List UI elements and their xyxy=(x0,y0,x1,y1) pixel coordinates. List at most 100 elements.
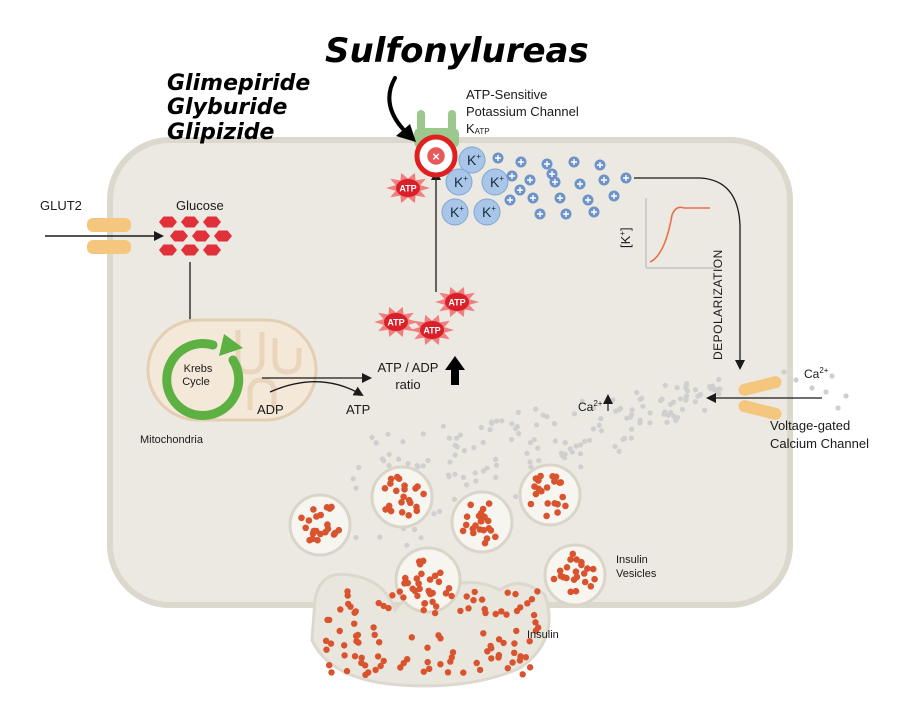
insulin-granule xyxy=(530,611,538,619)
calcium-dot xyxy=(677,396,684,402)
atp-badge-label: ATP xyxy=(423,326,440,336)
calcium-dot xyxy=(829,373,835,379)
calcium-dot xyxy=(418,535,424,541)
k-ion: K+ xyxy=(458,146,486,174)
calcium-dot xyxy=(527,459,533,465)
insulin-granule xyxy=(327,640,335,647)
calcium-dot xyxy=(487,427,493,433)
k-ion-symbol: K xyxy=(467,152,477,168)
calcium-dot xyxy=(535,445,541,451)
glucose-hexagon xyxy=(159,216,177,228)
ca-outside: Ca xyxy=(804,367,820,381)
k-ion: K+ xyxy=(445,168,473,196)
calcium-dot xyxy=(579,398,585,404)
insulin-granule xyxy=(420,607,427,614)
insulin-granule xyxy=(517,653,524,660)
k-ion-small xyxy=(598,174,610,186)
insulin-granule xyxy=(355,639,362,646)
glucose-hexagon xyxy=(170,230,188,242)
calcium-dot xyxy=(515,409,521,415)
insulin-granule xyxy=(448,654,455,661)
glucose-hexagon xyxy=(181,216,199,228)
calcium-dot xyxy=(612,443,618,450)
k-ion-charge: + xyxy=(463,174,468,183)
atp-badge: ATP xyxy=(435,286,479,318)
k-ion-small xyxy=(546,168,558,180)
calcium-dot xyxy=(493,474,499,480)
insulin-vesicle xyxy=(518,463,582,527)
insulin-granule xyxy=(380,657,387,665)
drug-glipizide: Glipizide xyxy=(167,120,275,145)
k-ion-charge: + xyxy=(476,152,481,161)
calcium-dot xyxy=(509,436,515,442)
atp-badge: ATP xyxy=(410,314,454,346)
calcium-dot xyxy=(484,465,490,471)
calcium-dot xyxy=(386,451,392,457)
calcium-dot xyxy=(692,387,699,393)
insulin-vesicle xyxy=(394,546,462,614)
insulin-granule xyxy=(337,606,344,613)
insulin-granule xyxy=(511,640,518,647)
calcium-dot xyxy=(440,423,446,429)
calcium-dot xyxy=(489,419,495,425)
insulin-vesicles-label-line1: Insulin xyxy=(616,554,648,566)
drug-glyburide: Glyburide xyxy=(167,95,287,120)
insulin-granule xyxy=(504,589,511,596)
insulin-granule xyxy=(437,661,444,668)
insulin-vesicles xyxy=(288,463,607,614)
insulin-granule xyxy=(495,651,503,659)
insulin-granule xyxy=(465,605,472,612)
k-ion-charge: + xyxy=(499,174,504,183)
calcium-dot xyxy=(473,478,479,484)
glucose-hexagon xyxy=(192,230,210,242)
calcium-dot xyxy=(400,439,406,445)
insulin-granule xyxy=(396,588,403,595)
insulin-vesicle xyxy=(450,490,514,554)
insulin-granule xyxy=(513,627,520,635)
insulin-granule xyxy=(473,659,480,667)
krebs-label-line2: Cycle xyxy=(182,376,210,388)
glucose-molecules xyxy=(159,216,232,256)
insulin-granule xyxy=(532,627,540,634)
calcium-dot xyxy=(598,416,604,422)
insulin-granule xyxy=(424,658,431,666)
insulin-granule xyxy=(343,667,351,675)
calcium-dot xyxy=(671,413,677,419)
insulin-granule xyxy=(478,596,486,603)
calcium-dot xyxy=(412,526,418,533)
insulin-granule xyxy=(513,607,521,615)
k-ion-small xyxy=(541,158,553,170)
k-ion-label: K+ xyxy=(467,152,481,168)
calcium-dot xyxy=(662,382,668,388)
ca-outside-sup: 2+ xyxy=(819,366,828,375)
calcium-dot xyxy=(637,417,643,423)
insulin-granule xyxy=(433,603,440,610)
k-ion-charge: + xyxy=(491,204,496,213)
k-ion-label: K+ xyxy=(490,174,504,190)
k-ion-small xyxy=(506,170,518,182)
calcium-dot xyxy=(356,464,362,471)
calcium-dot xyxy=(567,446,573,452)
calcium-dot xyxy=(843,393,849,399)
insulin-granule xyxy=(344,592,351,599)
insulin-vesicle xyxy=(370,465,434,529)
calcium-dot xyxy=(451,496,458,502)
insulin-granule xyxy=(463,593,470,600)
calcium-dot xyxy=(634,389,640,396)
insulin-granule xyxy=(526,638,533,645)
katp-k: K xyxy=(466,121,475,136)
glut2-transporter xyxy=(87,218,131,254)
insulin-granule xyxy=(449,649,457,656)
insulin-granule xyxy=(503,611,510,618)
calcium-dot xyxy=(562,440,568,446)
calcium-dot xyxy=(702,407,708,413)
insulin-granule xyxy=(424,644,431,651)
k-ion-small xyxy=(594,159,606,171)
insulin-granule xyxy=(480,630,487,637)
insulin-granule xyxy=(372,666,379,674)
insulin-label: Insulin xyxy=(527,629,559,641)
calcium-dot xyxy=(385,431,391,437)
calcium-dot xyxy=(350,476,356,482)
k-ion-charge: + xyxy=(459,204,464,213)
